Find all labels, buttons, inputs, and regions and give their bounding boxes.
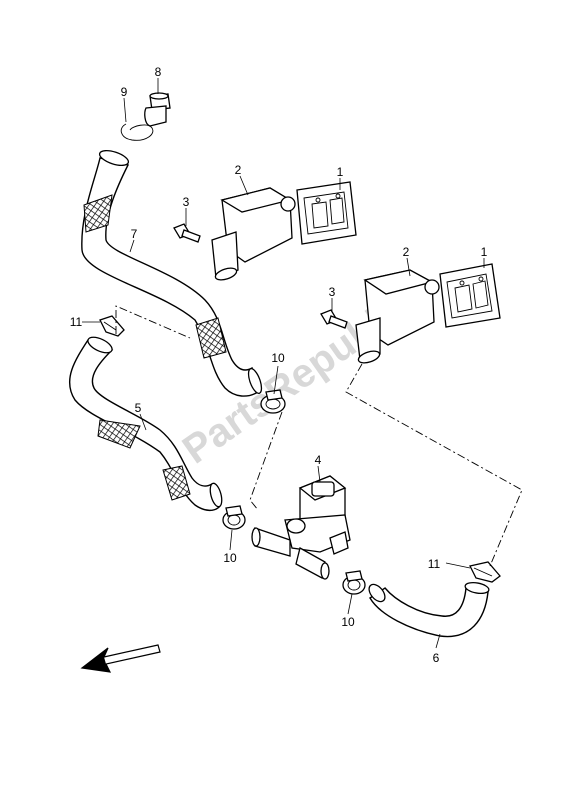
front-direction-arrow-icon — [80, 644, 161, 673]
callout-8: 8 — [155, 65, 162, 79]
reed-valve-cover-2-lower[interactable] — [355, 269, 440, 365]
callout-11b: 11 — [428, 557, 441, 571]
clamp-10-left[interactable] — [222, 505, 246, 530]
pair-valve-4[interactable] — [251, 475, 351, 580]
callout-4: 4 — [315, 453, 322, 467]
callout-1b: 1 — [481, 245, 488, 259]
callout-9: 9 — [121, 85, 128, 99]
cap-8[interactable] — [144, 92, 171, 127]
reed-plate-1-upper[interactable] — [296, 181, 357, 245]
callout-10c: 10 — [341, 615, 355, 629]
callout-6: 6 — [433, 651, 440, 665]
callout-2a: 2 — [235, 163, 242, 177]
callout-10b: 10 — [223, 551, 237, 565]
hose-7[interactable] — [81, 148, 264, 397]
callout-2b: 2 — [403, 245, 410, 259]
clip-9[interactable] — [120, 123, 154, 141]
callout-11a: 11 — [70, 315, 83, 329]
callout-3b: 3 — [329, 285, 336, 299]
hose-6[interactable] — [366, 581, 490, 638]
bolt-3-lower[interactable] — [320, 309, 348, 329]
clamp-11-left[interactable] — [99, 315, 125, 337]
callout-10a: 10 — [271, 351, 285, 365]
reed-valve-cover-2-upper[interactable] — [211, 187, 296, 282]
callout-7: 7 — [131, 227, 138, 241]
clamp-10-right[interactable] — [342, 570, 366, 595]
clamp-11-right[interactable] — [469, 561, 501, 583]
bolt-3-upper[interactable] — [173, 223, 201, 243]
hose-5[interactable] — [69, 334, 224, 512]
callout-1a: 1 — [337, 165, 344, 179]
clamp-10-upper[interactable] — [260, 389, 286, 414]
reed-plate-1-lower[interactable] — [439, 263, 501, 328]
callout-5: 5 — [135, 401, 142, 415]
connection-lines — [115, 305, 523, 567]
callout-3a: 3 — [183, 195, 190, 209]
leader-lines — [82, 78, 485, 649]
